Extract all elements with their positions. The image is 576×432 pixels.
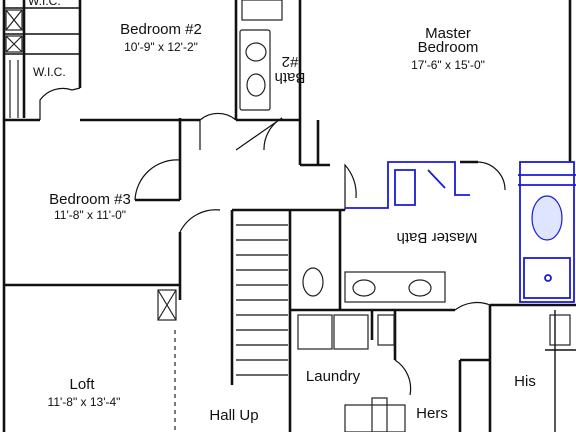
his-name: His (514, 373, 536, 390)
master-bedroom-name-2: Bedroom (418, 39, 479, 56)
wic-shelving (5, 9, 23, 118)
master-bedroom-name-1: Master (425, 25, 471, 42)
laundry-name: Laundry (306, 368, 361, 385)
bath2-label: Bath #2 (275, 53, 306, 86)
bath2-label-1: Bath (275, 69, 306, 86)
bedroom3-dims: 11'-8" x 11'-0" (54, 208, 126, 222)
bath2-fixtures (239, 0, 283, 111)
dryer (333, 314, 369, 350)
closet-fixtures (157, 289, 571, 432)
bath2-sink (245, 42, 267, 62)
shower (523, 257, 571, 299)
master-bath-highlight (345, 161, 576, 303)
bedroom2-name: Bedroom #2 (120, 21, 202, 38)
tub (531, 195, 563, 241)
master-bedroom-dims: 17'-6" x 15'-0" (411, 58, 485, 72)
washer (297, 314, 333, 350)
bath2-toilet (246, 73, 266, 97)
bath2-label-2: #2 (282, 53, 299, 70)
master-bath-name: Master Bath (397, 229, 478, 246)
bedroom3-name: Bedroom #3 (49, 191, 131, 208)
loft-dims: 11'-8" x 13'-4" (48, 395, 121, 409)
doors (39, 87, 506, 396)
master-sink-right (408, 279, 432, 297)
laundry-appliances (297, 314, 406, 432)
room-labels: W.I.C. W.I.C. Bedroom #2 10'-9" x 12'-2"… (28, 0, 536, 424)
master-toilet (302, 267, 324, 297)
stair (236, 224, 288, 376)
master-bath-label: Master Bath (397, 229, 478, 246)
bedroom2-dims: 10'-9" x 12'-2" (124, 40, 198, 54)
master-sink-left (352, 279, 376, 297)
wic-top-label: W.I.C. (28, 0, 61, 8)
loft-name: Loft (69, 376, 95, 393)
hall-name: Hall Up (209, 407, 258, 424)
hers-name: Hers (416, 405, 448, 422)
master-bath-fixtures (302, 267, 446, 303)
wic-label: W.I.C. (33, 65, 66, 79)
